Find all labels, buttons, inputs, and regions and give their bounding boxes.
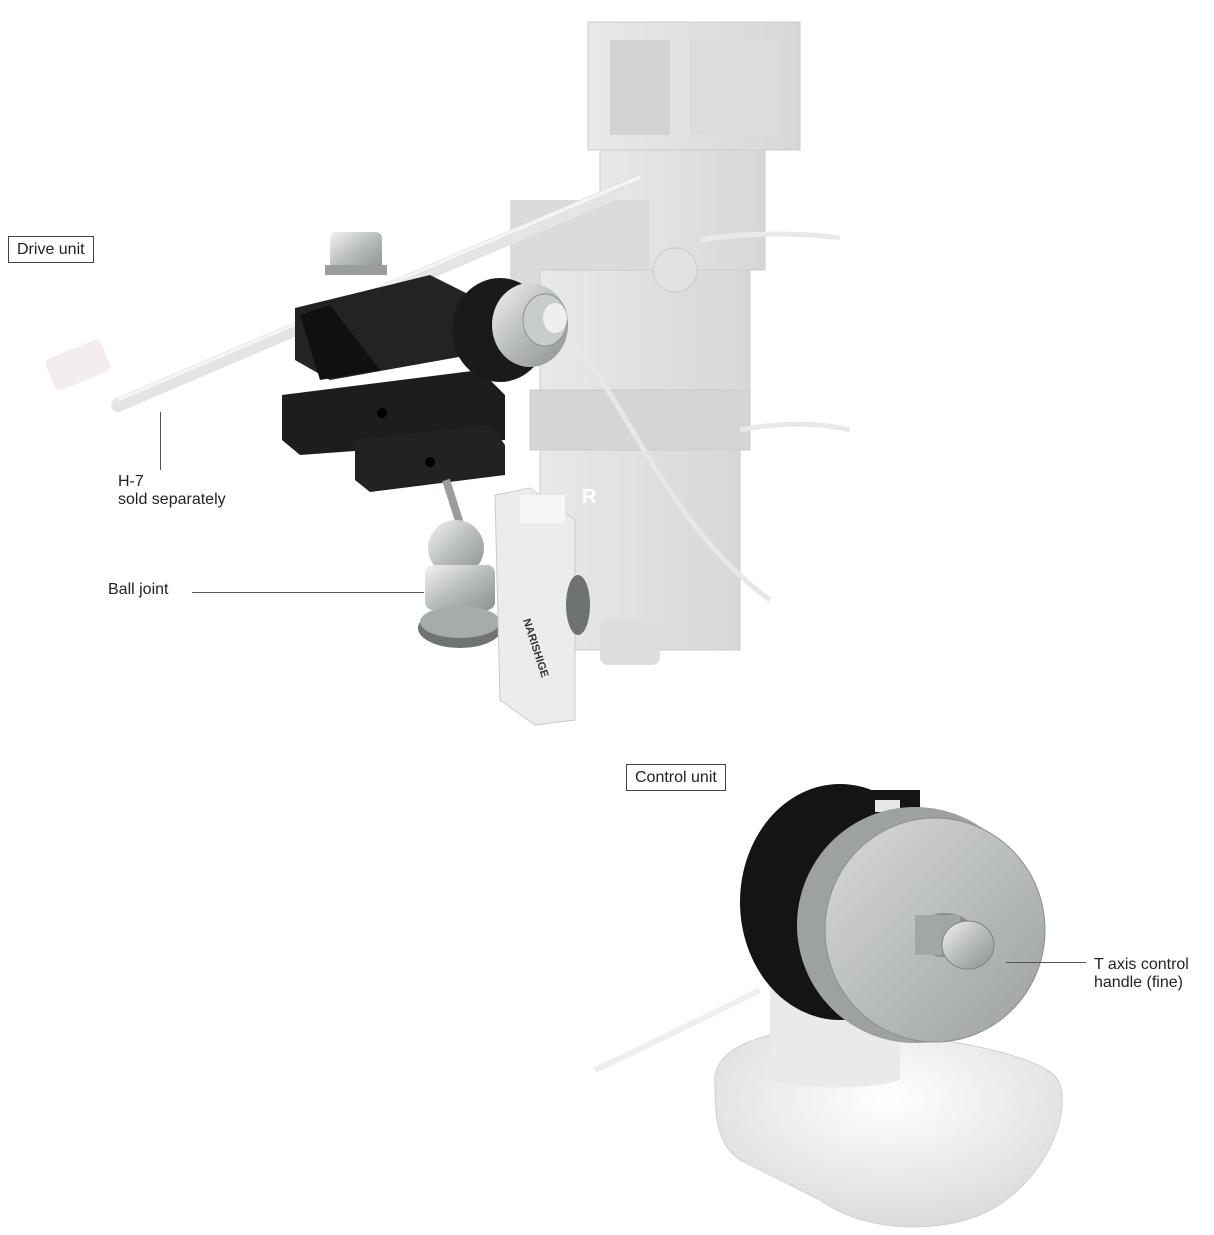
- drive-unit-label: Drive unit: [8, 236, 94, 263]
- air-tubing: [558, 328, 772, 603]
- ball-joint-assembly: NARISHIGE: [418, 478, 590, 726]
- h7-label-line1: H-7: [118, 473, 144, 490]
- ball-joint-leader-line: [192, 592, 424, 593]
- side-letter: R: [582, 486, 597, 508]
- t-axis-leader-line: [1006, 962, 1086, 963]
- control-cable: [593, 987, 762, 1073]
- h7-leader-line: [160, 412, 161, 470]
- ghost-manipulator-tower: R: [510, 21, 801, 665]
- h7-label-line2: sold separately: [118, 491, 226, 508]
- t-axis-label-line2: handle (fine): [1094, 974, 1183, 991]
- ball-joint-label: Ball joint: [108, 581, 169, 598]
- t-axis-label-line1: T axis control: [1094, 956, 1189, 973]
- control-unit-assembly: [593, 784, 1063, 1228]
- drive-unit-assembly: [282, 232, 568, 492]
- control-unit-label: Control unit: [626, 764, 726, 791]
